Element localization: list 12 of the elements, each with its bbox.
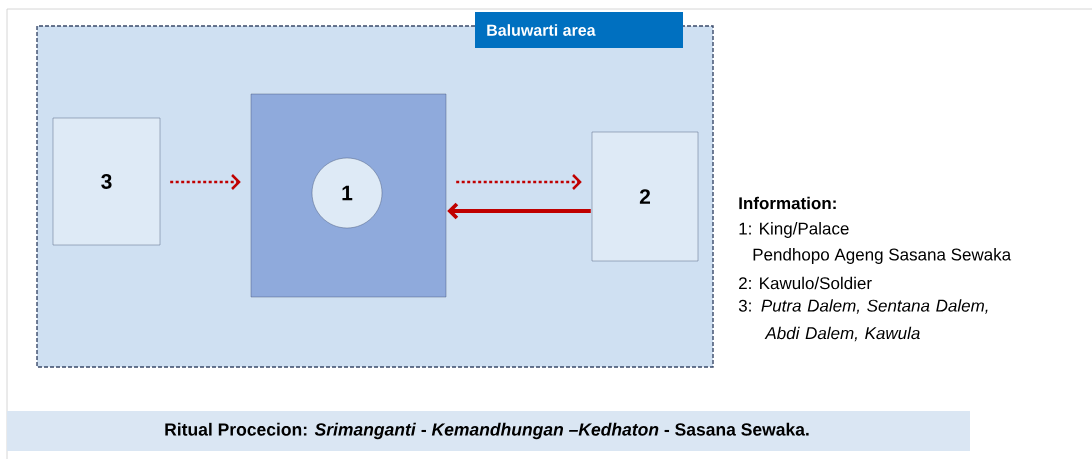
number-box: 3: [52, 117, 161, 246]
note-text: 1: King/Palace: [739, 222, 849, 238]
arrow: [170, 174, 241, 190]
arrow: [456, 174, 582, 190]
building-box: [250, 93, 447, 298]
caption-band: Ritual Procecion: Srimanganti - Kemandhungan –Kedhaton - Sasana Sewaka.: [7, 411, 970, 451]
legend-heading: Information:: [739, 196, 836, 210]
note-text: 3: Putra Dalem, Sentana Dalem, Abdi Dalem, Kawula: [738, 299, 988, 342]
note-text: 2: Kawulo/Soldier: [739, 276, 872, 290]
arrow: [447, 202, 591, 220]
note-text: Pendhopo Ageng Sasana Sewaka: [753, 248, 1012, 264]
number-box: 2: [591, 131, 699, 262]
